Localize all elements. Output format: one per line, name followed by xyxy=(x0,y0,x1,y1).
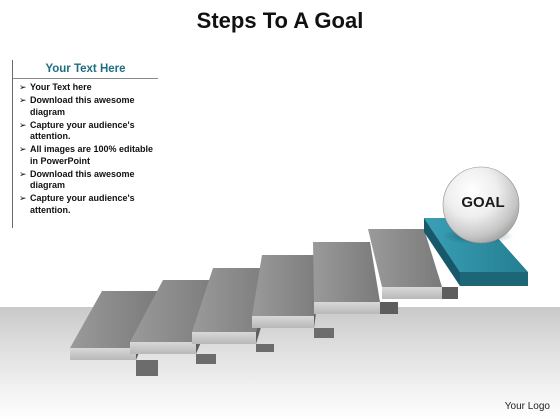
step-3-riser xyxy=(256,344,274,352)
goal-step-front xyxy=(460,272,528,286)
step-6-front xyxy=(382,287,442,299)
step-6 xyxy=(368,229,458,299)
panel-heading: Your Text Here xyxy=(13,63,158,79)
step-2-riser xyxy=(196,354,216,364)
text-panel: Your Text Here ➢ Your Text here ➢ Downlo… xyxy=(12,60,158,228)
page-title: Steps To A Goal xyxy=(196,8,364,33)
arrow-bullet-icon: ➢ xyxy=(19,193,27,203)
step-4-riser xyxy=(314,328,334,338)
bullet-item: ➢ Capture your audience's attention. xyxy=(19,120,159,143)
arrow-bullet-icon: ➢ xyxy=(19,144,27,154)
bullet-text: Capture your audience's attention. xyxy=(30,119,135,142)
step-4-front xyxy=(252,316,314,328)
bullet-item: ➢ Capture your audience's attention. xyxy=(19,193,159,216)
step-3-front xyxy=(192,332,256,344)
bullet-list: ➢ Your Text here ➢ Download this awesome… xyxy=(19,82,159,218)
bullet-text: Your Text here xyxy=(30,82,92,92)
logo-text: Your Logo xyxy=(504,401,550,412)
bullet-item: ➢ Your Text here xyxy=(19,82,159,94)
step-6-top xyxy=(368,229,442,287)
bullet-item: ➢ Download this awesome diagram xyxy=(19,169,159,192)
bullet-text: All images are 100% editable in PowerPoi… xyxy=(30,144,154,166)
bullet-text: Capture your audience's attention. xyxy=(30,193,135,215)
step-1-front xyxy=(70,348,136,360)
goal-label: GOAL xyxy=(461,194,505,211)
step-5-front xyxy=(314,302,380,314)
arrow-bullet-icon: ➢ xyxy=(19,95,27,105)
bullet-text: Download this awesome diagram xyxy=(30,95,135,117)
step-2-front xyxy=(130,342,196,354)
arrow-bullet-icon: ➢ xyxy=(19,168,27,179)
goal-sphere xyxy=(442,166,520,244)
bullet-item: ➢ All images are 100% editable in PowerP… xyxy=(19,144,159,167)
step-5-side xyxy=(380,302,398,314)
goal-step-side xyxy=(424,218,460,286)
step-5-top xyxy=(313,242,380,302)
arrow-bullet-icon: ➢ xyxy=(19,82,27,92)
step-4-top xyxy=(252,255,322,316)
step-1-riser xyxy=(136,360,158,376)
bullet-text: Download this awesome diagram xyxy=(30,168,135,191)
step-5 xyxy=(313,242,398,314)
step-6-side xyxy=(442,287,458,299)
bullet-item: ➢ Download this awesome diagram xyxy=(19,95,159,118)
arrow-bullet-icon: ➢ xyxy=(19,119,27,130)
